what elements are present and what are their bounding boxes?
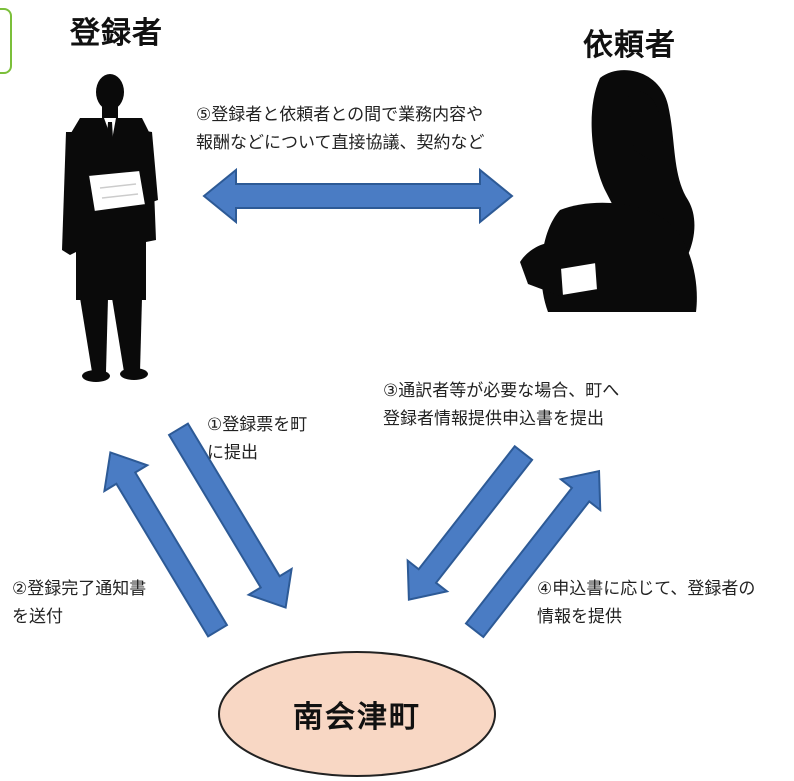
step4-label-line1: ④申込書に応じて、登録者の <box>537 579 756 599</box>
folder-icon <box>86 168 148 214</box>
step1-label-line2: に提出 <box>207 443 258 463</box>
arrow-step1 <box>167 422 293 609</box>
step2-label-line1: ②登録完了通知書 <box>12 579 147 599</box>
registrant-heading: 登録者 <box>70 16 163 51</box>
woman-on-phone-silhouette-icon <box>520 70 697 312</box>
step4-label-line2: 情報を提供 <box>537 607 622 627</box>
town-label: 南会津町 <box>293 700 421 735</box>
arrow-step2 <box>103 451 229 638</box>
step2-label-line2: を送付 <box>12 607 63 627</box>
requester-heading: 依頼者 <box>583 28 676 63</box>
step5-label-line1: ⑤登録者と依頼者との間で業務内容や <box>196 105 484 125</box>
arrow-step3 <box>406 444 534 601</box>
step5-label-line2: 報酬などについて直接協議、契約など <box>196 133 485 153</box>
step1-label-line1: ①登録票を町 <box>207 415 308 435</box>
step3-label-line2: 登録者情報提供申込書を提出 <box>383 409 604 429</box>
arrow-step4 <box>464 469 602 639</box>
step3-label-line1: ③通訳者等が必要な場合、町へ <box>383 381 620 401</box>
tie-icon <box>106 122 114 162</box>
town-ellipse <box>218 651 496 777</box>
double-arrow-step5 <box>202 167 514 225</box>
corner-tab <box>0 8 12 74</box>
phone-icon <box>558 260 600 298</box>
